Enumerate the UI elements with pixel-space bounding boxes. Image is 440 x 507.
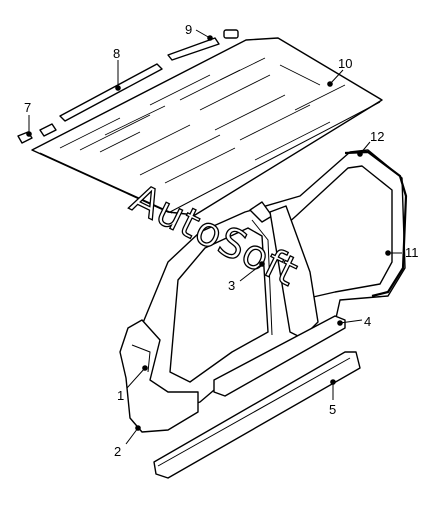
callout-8: 8 xyxy=(113,46,120,61)
center-pillar xyxy=(269,205,319,339)
door-weatherstrip xyxy=(344,150,408,298)
leader-lines xyxy=(26,29,402,445)
roof-rail-moulding xyxy=(59,63,163,122)
front-moulding xyxy=(167,29,239,61)
callout-1: 1 xyxy=(117,388,124,403)
sill-reinforcement xyxy=(213,315,346,397)
callout-labels: 1 2 3 4 5 7 8 9 10 11 12 xyxy=(24,22,419,459)
callout-9: 9 xyxy=(185,22,192,37)
roof-panel xyxy=(31,37,383,216)
callout-3: 3 xyxy=(228,278,235,293)
side-sill-outer xyxy=(153,351,361,479)
callout-7: 7 xyxy=(24,100,31,115)
callout-11: 11 xyxy=(405,245,419,260)
clips xyxy=(17,123,57,144)
callout-5: 5 xyxy=(329,402,336,417)
callout-2: 2 xyxy=(114,444,121,459)
front-pillar-bracket xyxy=(119,319,199,433)
callout-10: 10 xyxy=(338,56,352,71)
callout-12: 12 xyxy=(370,129,384,144)
callout-4: 4 xyxy=(364,314,371,329)
